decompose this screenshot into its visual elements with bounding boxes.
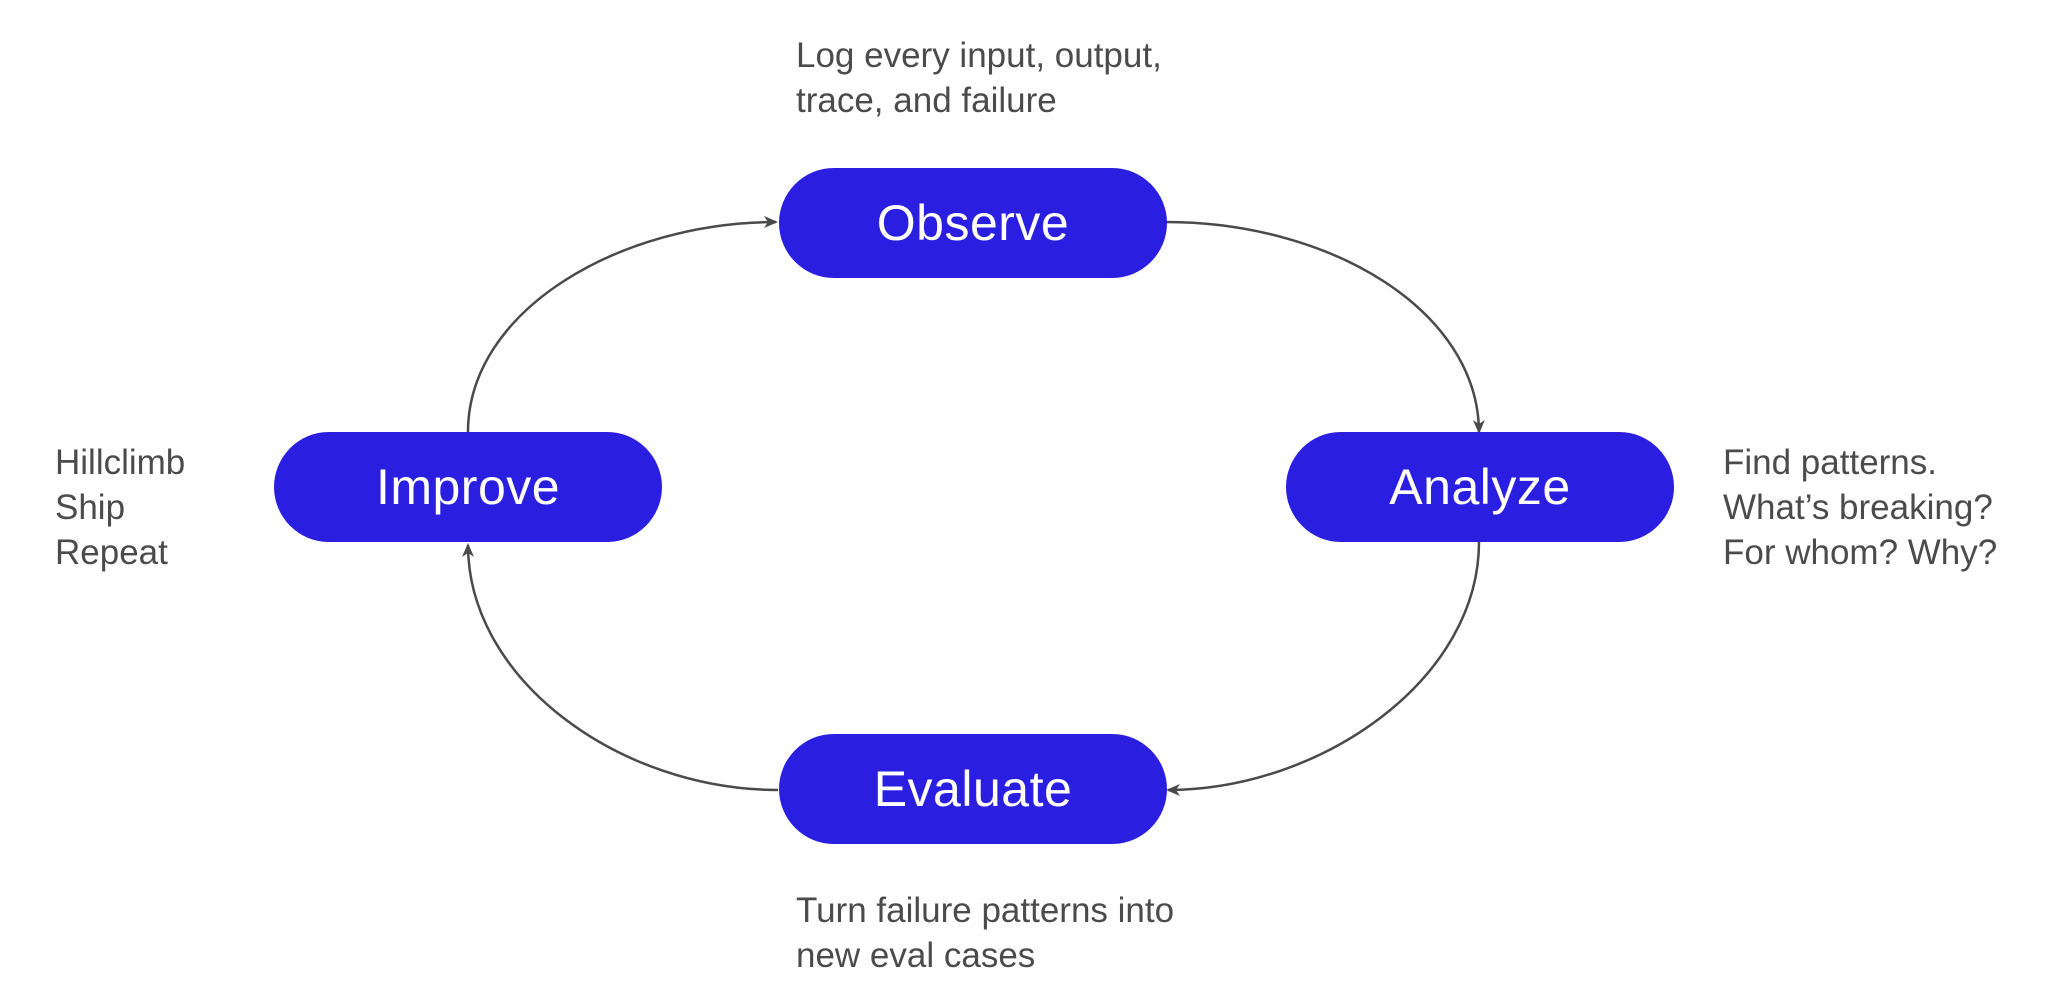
improve-note-line: Ship — [55, 488, 126, 527]
analyze-note: Find patterns. What’s breaking? For whom… — [1723, 440, 1997, 575]
improve-note-line: Repeat — [55, 533, 168, 572]
observe-node: Observe — [779, 168, 1167, 278]
evaluate-note-line: new eval cases — [796, 936, 1036, 975]
arrow-analyze-to-evaluate — [1166, 541, 1481, 796]
improve-note: Hillclimb Ship Repeat — [55, 440, 185, 575]
analyze-node: Analyze — [1286, 432, 1674, 542]
observe-note-line: Log every input, output, — [796, 36, 1162, 75]
improve-label: Improve — [375, 459, 561, 515]
analyze-label: Analyze — [1389, 459, 1571, 515]
evaluate-note: Turn failure patterns into new eval case… — [796, 888, 1174, 978]
improve-note-line: Hillclimb — [55, 443, 186, 482]
arrow-evaluate-to-improve — [462, 543, 779, 792]
evaluate-label: Evaluate — [873, 761, 1073, 817]
observe-note-line: trace, and failure — [796, 81, 1057, 120]
observe-note: Log every input, output, trace, and fail… — [796, 33, 1162, 123]
analyze-note-line: What’s breaking? — [1723, 488, 1993, 527]
observe-label: Observe — [876, 195, 1070, 251]
analyze-note-line: For whom? Why? — [1723, 533, 1998, 572]
analyze-note-line: Find patterns. — [1723, 443, 1937, 482]
arrow-observe-to-analyze — [1165, 220, 1485, 434]
evaluate-note-line: Turn failure patterns into — [796, 891, 1175, 930]
evaluate-node: Evaluate — [779, 734, 1167, 844]
arrow-improve-to-observe — [466, 216, 778, 433]
improve-node: Improve — [274, 432, 662, 542]
